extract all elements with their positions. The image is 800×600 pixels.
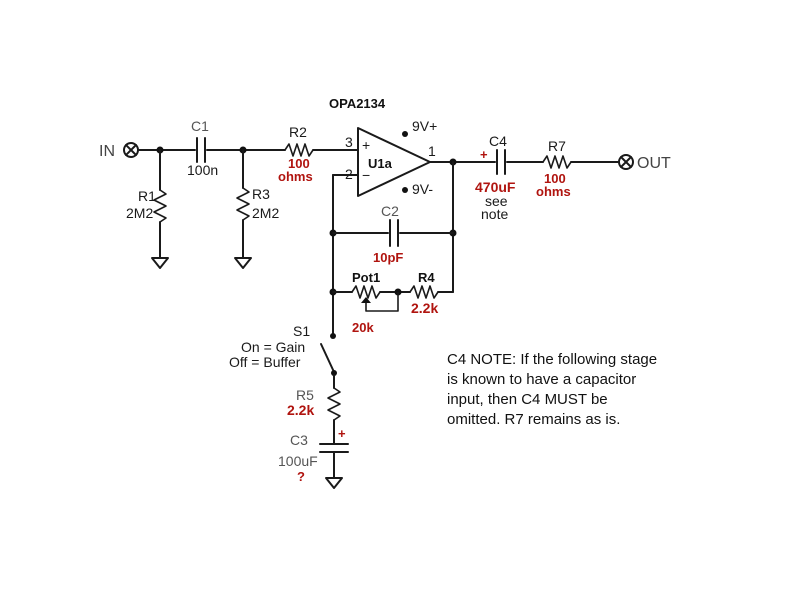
out-label: OUT bbox=[637, 155, 671, 172]
s1-line1: On = Gain bbox=[241, 339, 305, 355]
c4-see: see bbox=[485, 193, 508, 209]
pot1-ref: Pot1 bbox=[352, 270, 380, 285]
wiper-arrow-icon bbox=[361, 297, 371, 303]
r7-unit: ohms bbox=[536, 184, 571, 199]
r2-unit: ohms bbox=[278, 169, 313, 184]
r7-ref: R7 bbox=[548, 138, 566, 154]
output-terminal bbox=[618, 154, 634, 170]
r5-ref: R5 bbox=[296, 387, 314, 403]
vneg-label: 9V- bbox=[412, 181, 433, 197]
capacitor-c1 bbox=[196, 137, 206, 163]
r2-value: 100 bbox=[288, 156, 310, 171]
c4-value: 470uF bbox=[475, 179, 516, 195]
c4-polarity: + bbox=[480, 147, 488, 162]
r5-value: 2.2k bbox=[287, 402, 314, 418]
s1-line2: Off = Buffer bbox=[229, 354, 301, 370]
r7-value: 100 bbox=[544, 171, 566, 186]
capacitor-c2 bbox=[389, 219, 399, 247]
pot1-value: 20k bbox=[352, 320, 374, 335]
resistor-r7 bbox=[542, 155, 572, 169]
pin-1: 1 bbox=[428, 143, 436, 159]
ground-icon-c3 bbox=[325, 477, 343, 489]
c1-ref: C1 bbox=[191, 118, 209, 134]
s1-contact-bottom bbox=[331, 370, 337, 376]
r1-value: 2M2 bbox=[126, 205, 153, 221]
c3-mark: ? bbox=[297, 469, 305, 484]
ground-icon-r3 bbox=[234, 257, 252, 269]
c4-note: note bbox=[481, 206, 508, 222]
resistor-r3 bbox=[236, 187, 250, 221]
r3-ref: R3 bbox=[252, 186, 270, 202]
switch-s1 bbox=[320, 343, 335, 373]
note-line-2: is known to have a capacitor bbox=[447, 371, 636, 388]
resistor-r2 bbox=[284, 143, 314, 157]
c4-note-block: C4 NOTE: If the following stage is known… bbox=[447, 351, 657, 428]
pin-3: 3 bbox=[345, 134, 353, 150]
opamp-ref: U1a bbox=[368, 156, 393, 171]
r2-ref: R2 bbox=[289, 124, 307, 140]
capacitor-c4 bbox=[496, 149, 506, 175]
resistor-r4 bbox=[409, 285, 439, 299]
c3-polarity: + bbox=[338, 426, 346, 441]
r3-value: 2M2 bbox=[252, 205, 279, 221]
r4-ref: R4 bbox=[418, 270, 435, 285]
vneg-pin bbox=[402, 187, 408, 193]
ground-icon-r1 bbox=[151, 257, 169, 269]
vpos-pin bbox=[402, 131, 408, 137]
c3-ref: C3 bbox=[290, 432, 308, 448]
opamp-part: OPA2134 bbox=[329, 96, 386, 111]
note-line-1: C4 NOTE: If the following stage bbox=[447, 351, 657, 368]
opamp-plus-sign: + bbox=[362, 137, 370, 153]
s1-contact-top bbox=[330, 333, 336, 339]
pot-wiper bbox=[365, 292, 399, 312]
note-line-4: omitted. R7 remains as is. bbox=[447, 411, 620, 428]
r4-value: 2.2k bbox=[411, 300, 438, 316]
c3-value: 100uF bbox=[278, 453, 318, 469]
capacitor-c3 bbox=[319, 443, 349, 453]
input-terminal bbox=[123, 142, 139, 158]
c1-value: 100n bbox=[187, 162, 218, 178]
c2-value: 10pF bbox=[373, 250, 403, 265]
vpos-label: 9V+ bbox=[412, 118, 437, 134]
opamp-u1a bbox=[357, 127, 431, 197]
c4-ref: C4 bbox=[489, 133, 507, 149]
c2-ref: C2 bbox=[381, 203, 399, 219]
resistor-r5 bbox=[327, 387, 341, 421]
r1-ref: R1 bbox=[138, 188, 156, 204]
resistor-r1 bbox=[153, 189, 167, 223]
note-line-3: input, then C4 MUST be bbox=[447, 391, 608, 408]
potentiometer-pot1 bbox=[351, 285, 381, 299]
opamp-minus-sign: − bbox=[362, 167, 370, 183]
in-label: IN bbox=[99, 143, 115, 160]
s1-ref: S1 bbox=[293, 323, 310, 339]
